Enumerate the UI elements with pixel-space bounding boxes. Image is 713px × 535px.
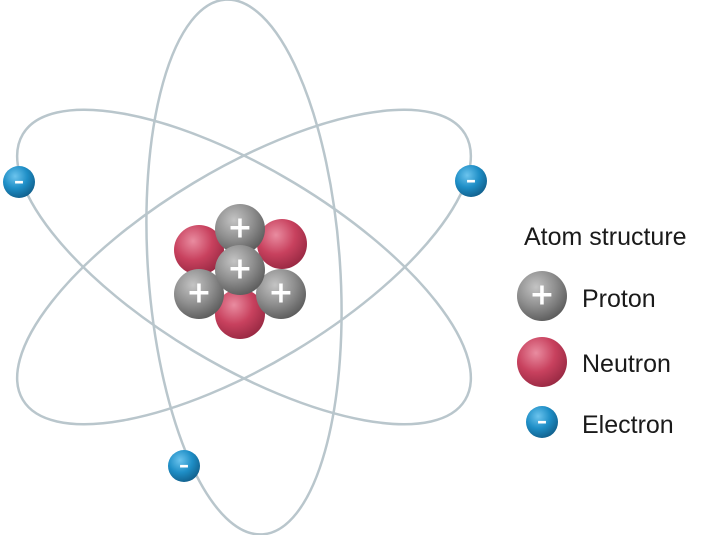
legend-label-neutron: Neutron (582, 350, 671, 378)
proton: + (215, 204, 265, 254)
nucleus: + + + + (174, 204, 307, 339)
orbits (15, 0, 473, 535)
electron: – (3, 166, 35, 198)
electron: – (455, 165, 487, 197)
proton-sign: + (186, 276, 211, 311)
legend-item-proton: + Proton (517, 271, 656, 321)
svg-text:+: + (529, 278, 554, 313)
neutron (174, 225, 224, 275)
proton: + (215, 245, 265, 295)
proton: + (174, 269, 224, 319)
legend-item-electron: – Electron (526, 406, 674, 439)
electron-sign: – (179, 453, 189, 477)
svg-text:–: – (537, 409, 547, 433)
orbit-tilted-up (15, 108, 473, 426)
electron-sign: – (14, 169, 24, 193)
orbit-tilted-down (15, 108, 473, 426)
electron-sign: – (466, 168, 476, 192)
proton-icon: + (517, 271, 567, 321)
proton-sign: + (227, 252, 252, 287)
legend-item-neutron: Neutron (517, 337, 671, 387)
legend-label-proton: Proton (582, 285, 656, 313)
proton: + (256, 269, 306, 319)
neutron (257, 219, 307, 269)
electron-icon: – (526, 406, 558, 438)
legend-label-electron: Electron (582, 411, 674, 439)
orbit-vertical (145, 0, 343, 535)
legend: Atom structure + Proton Neutron – Electr… (517, 223, 687, 439)
proton-sign: + (268, 276, 293, 311)
legend-title: Atom structure (524, 223, 687, 251)
proton-sign: + (227, 211, 252, 246)
neutron-icon (517, 337, 567, 387)
neutron (215, 289, 265, 339)
electron: – (168, 450, 200, 482)
